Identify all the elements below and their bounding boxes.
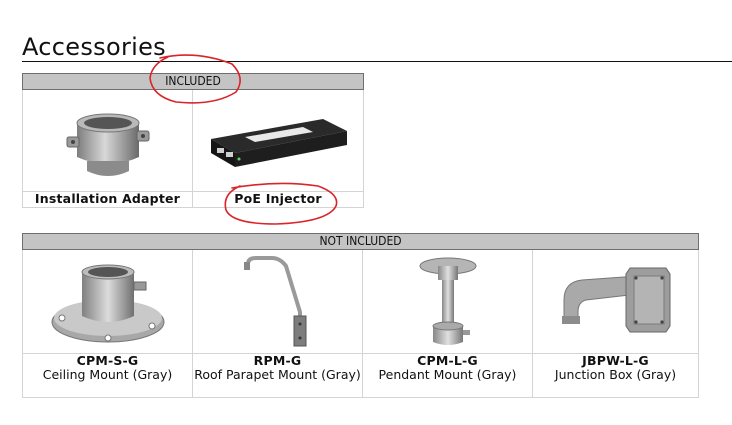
poe-injector-image	[211, 118, 347, 167]
ceiling-mount-description: Ceiling Mount (Gray)	[42, 367, 173, 382]
junction-box-image-cell	[531, 249, 700, 354]
pendant-mount-label: CPM-L-G Pendant Mount (Gray)	[362, 353, 533, 398]
poe-injector-label: PoE Injector	[191, 191, 365, 208]
installation-adapter-image-cell	[22, 89, 193, 192]
junction-box-label: JBPW-L-G Junction Box (Gray)	[531, 353, 700, 398]
roof-parapet-mount-description: Roof Parapet Mount (Gray)	[194, 367, 361, 382]
included-accessories-table: INCLUDED	[21, 73, 365, 208]
ceiling-mount-model: CPM-S-G	[76, 353, 139, 368]
ceiling-mount-label: CPM-S-G Ceiling Mount (Gray)	[22, 353, 193, 398]
junction-box-image	[561, 267, 671, 332]
ceiling-mount-image	[51, 264, 164, 342]
junction-box-model: JBPW-L-G	[582, 353, 649, 368]
pendant-mount-description: Pendant Mount (Gray)	[378, 367, 517, 382]
poe-injector-image-cell	[191, 89, 365, 192]
not-included-accessories-table: NOT INCLUDED	[21, 233, 700, 398]
pendant-mount-model: CPM-L-G	[417, 353, 478, 368]
ceiling-mount-image-cell	[22, 249, 193, 354]
roof-parapet-mount-image-cell	[192, 249, 363, 354]
installation-adapter-label: Installation Adapter	[22, 191, 193, 208]
included-header: INCLUDED	[21, 73, 365, 90]
roof-parapet-mount-model: RPM-G	[253, 353, 302, 368]
roof-parapet-mount-image	[243, 256, 306, 347]
pendant-mount-image-cell	[362, 249, 533, 354]
installation-adapter-image	[66, 113, 149, 176]
page-title: Accessories	[22, 33, 166, 61]
title-underline	[22, 61, 732, 62]
pendant-mount-image	[419, 257, 476, 345]
not-included-header: NOT INCLUDED	[21, 233, 700, 250]
junction-box-description: Junction Box (Gray)	[554, 367, 677, 382]
roof-parapet-mount-label: RPM-G Roof Parapet Mount (Gray)	[192, 353, 363, 398]
